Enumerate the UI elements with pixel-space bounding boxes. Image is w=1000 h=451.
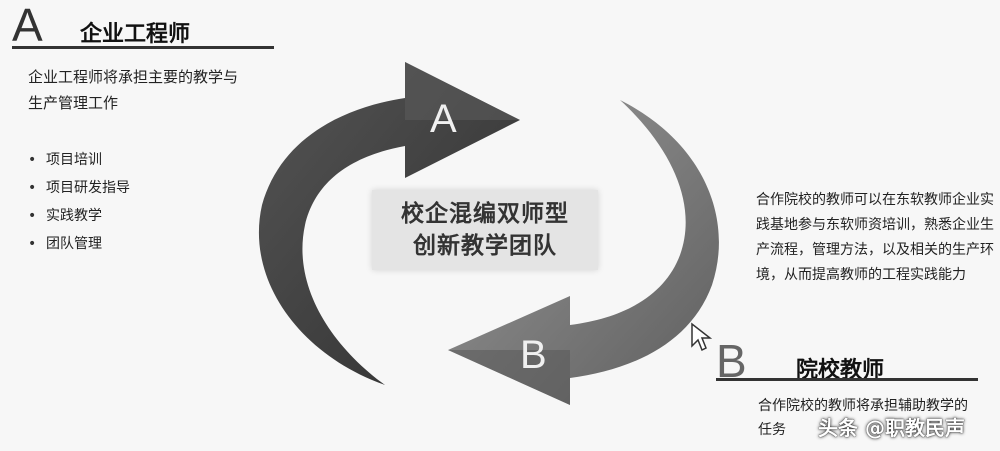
section-a-letter: A (12, 0, 43, 51)
list-item: 项目培训 (28, 146, 130, 174)
section-b-description-2: 合作院校的教师将承担辅助教学的任务 (758, 398, 968, 438)
section-a-description: 企业工程师将承担主要的教学与生产管理工作 (28, 68, 239, 112)
section-a-title: 企业工程师 (80, 22, 191, 47)
section-a-underline (12, 46, 274, 49)
list-item: 项目研发指导 (28, 174, 130, 202)
center-title-line2: 创新教学团队 (413, 233, 557, 259)
section-b-underline (716, 378, 978, 381)
section-b-description: 合作院校的教师可以在东软教师企业实践基地参与东软师资培训，熟悉企业生产流程，管理… (756, 192, 994, 283)
center-title-line1: 校企混编双师型 (401, 201, 569, 227)
list-item: 实践教学 (28, 202, 130, 230)
center-title-box: 校企混编双师型 创新教学团队 (372, 190, 598, 270)
list-item: 团队管理 (28, 230, 130, 258)
arrow-b (448, 100, 719, 405)
mouse-cursor-icon (691, 322, 712, 352)
watermark: 头条 @职教民声 (818, 416, 965, 440)
arrow-b-label: B (520, 333, 547, 377)
arrow-a-label: A (430, 97, 457, 141)
section-b-letter: B (716, 335, 747, 387)
section-a-list: 项目培训 项目研发指导 实践教学 团队管理 (28, 146, 130, 258)
arrow-a (258, 62, 520, 385)
